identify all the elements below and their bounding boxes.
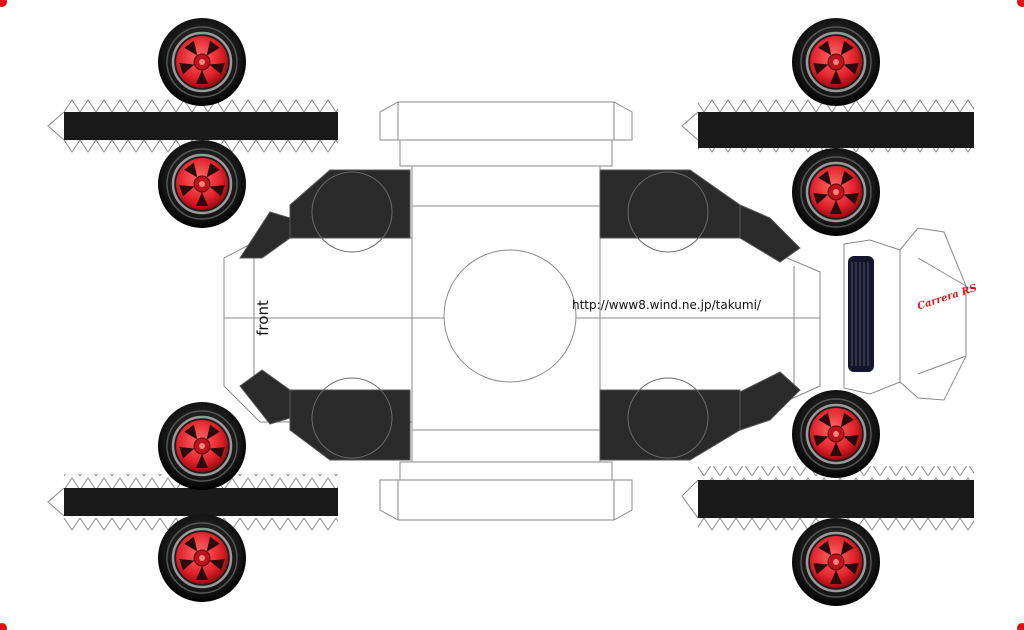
engine-grille <box>848 256 874 372</box>
wheel-icon <box>790 16 882 108</box>
rear-deck-piece <box>843 227 967 401</box>
front-label: front <box>254 300 272 336</box>
wheel-icon <box>790 146 882 238</box>
arch-guides <box>311 171 709 459</box>
wheel-icon <box>790 516 882 608</box>
wheel-arch-panels <box>239 169 801 461</box>
wheel-icon <box>156 138 248 230</box>
wheel-icon <box>156 512 248 604</box>
tire-strip-bottom-left <box>47 474 338 530</box>
wheel-icon <box>156 400 248 492</box>
wheel-icon <box>790 388 882 480</box>
chassis-net <box>223 101 821 521</box>
wheel-icon <box>156 16 248 108</box>
url-label: http://www8.wind.ne.jp/takumi/ <box>572 298 762 312</box>
tire-strip-top-right <box>681 98 974 154</box>
